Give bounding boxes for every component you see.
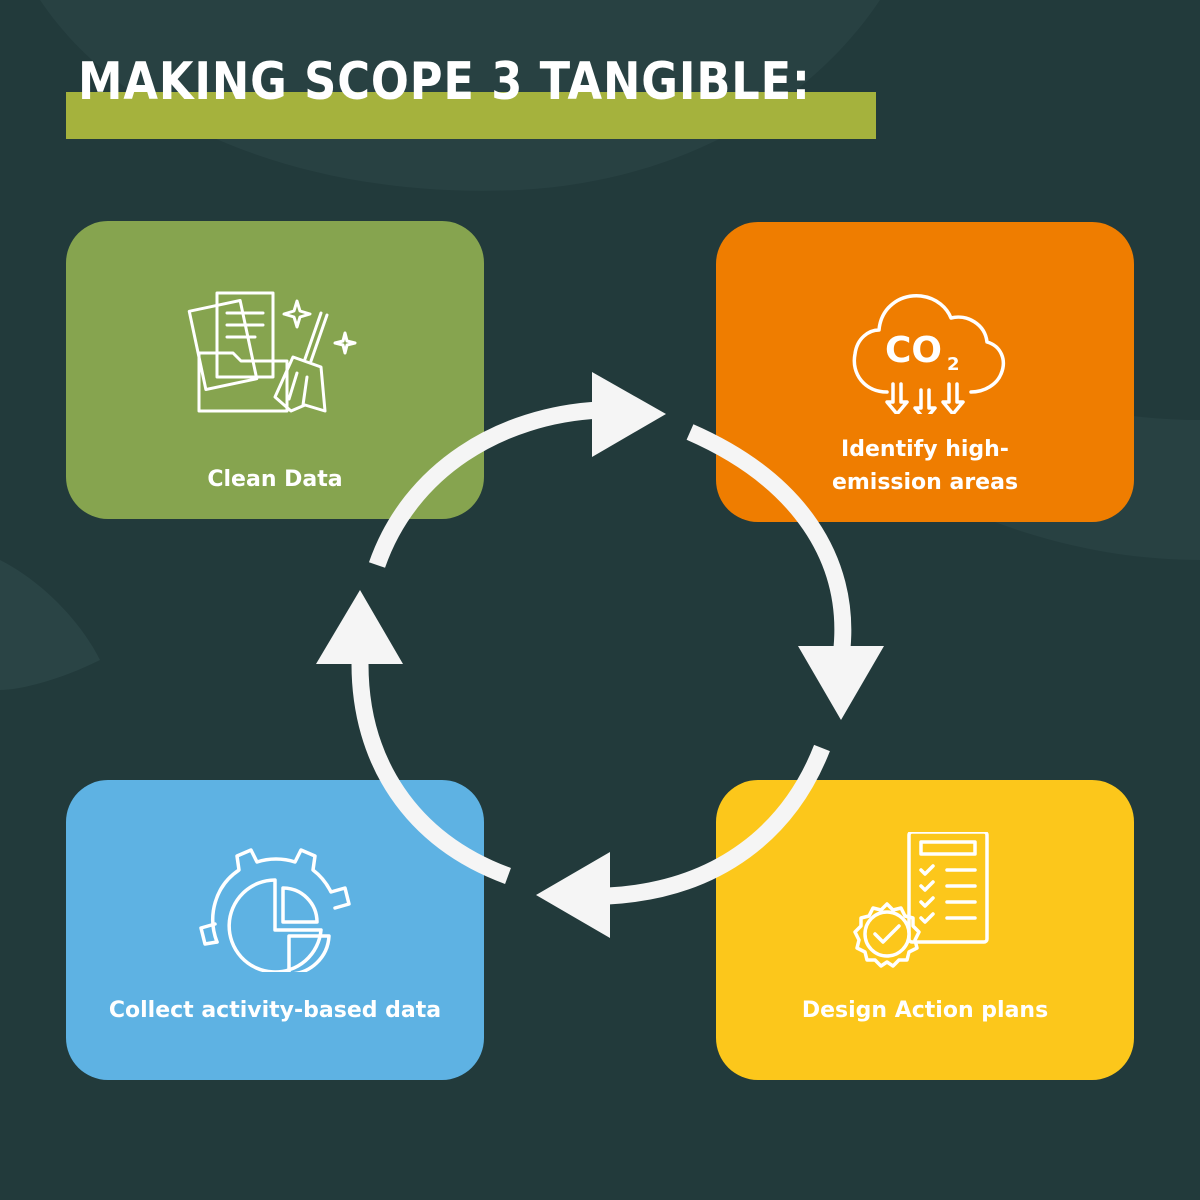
checklist-badge-icon xyxy=(853,832,989,968)
step-label-collect-activity-based-data: Collect activity-based data xyxy=(108,998,442,1023)
arrow-collect-to-clean xyxy=(316,590,511,884)
step-card-clean-data: Clean Data xyxy=(66,221,484,519)
title-block: MAKING SCOPE 3 TANGIBLE: xyxy=(66,52,886,142)
title-highlight-bar xyxy=(66,92,876,139)
arrow-design-to-collect xyxy=(536,744,830,938)
step-card-design-action-plans: Design Action plans xyxy=(716,780,1134,1080)
arrow-identify-to-design xyxy=(686,424,884,720)
step-label-clean-data: Clean Data xyxy=(207,467,343,492)
page-title: MAKING SCOPE 3 TANGIBLE: xyxy=(78,52,811,112)
co2-text: CO xyxy=(885,330,942,371)
step-card-collect-activity-based-data: Collect activity-based data xyxy=(66,780,484,1080)
gear-pie-chart-icon xyxy=(199,848,351,972)
step-label-design-action-plans: Design Action plans xyxy=(801,998,1049,1023)
folder-broom-icon xyxy=(187,291,357,413)
step-label-identify-line2: emission areas xyxy=(831,470,1019,495)
step-card-identify-high-emission-areas: CO 2 Identify high- emission areas xyxy=(716,222,1134,522)
co2-subscript: 2 xyxy=(947,354,960,375)
step-label-identify-line1: Identify high- xyxy=(841,437,1009,462)
co2-cloud-icon: CO 2 xyxy=(852,294,1006,414)
arrow-clean-to-identify xyxy=(368,372,666,568)
